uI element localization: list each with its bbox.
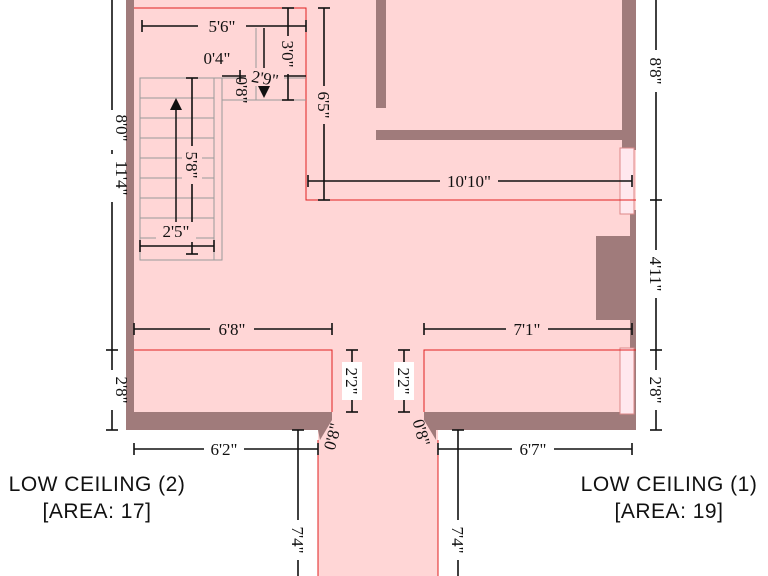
dim-2-8-left: 2'8" xyxy=(112,376,131,403)
right-wall-lower xyxy=(630,210,636,430)
dim-4-11: 4'11" xyxy=(646,257,665,292)
dim-6-7: 6'7" xyxy=(519,440,546,459)
right-bottom-wall xyxy=(424,412,636,440)
dim-2-9: 2'9" xyxy=(250,67,280,90)
dim-2-2-right: 2'2" xyxy=(394,367,413,394)
right-wall xyxy=(622,0,636,150)
dim-2-2-left: 2'2" xyxy=(342,367,361,394)
dim-6-8: 6'8" xyxy=(218,320,245,339)
dim-5-8: 5'8" xyxy=(182,151,201,178)
dim-10-10: 10'10" xyxy=(447,172,491,191)
dim-7-4-right: 7'4" xyxy=(448,526,467,553)
dim-2-8-right: 2'8" xyxy=(646,376,665,403)
dim-3-0: 3'0" xyxy=(278,40,297,67)
dim-7-4-left: 7'4" xyxy=(288,526,307,553)
dim-11-4: 11'4" xyxy=(112,161,131,196)
room-outlines xyxy=(134,7,636,576)
dim-2-5: 2'5" xyxy=(162,222,189,241)
inner-wall-horizontal xyxy=(376,130,626,140)
area-1-label: [AREA: 19] xyxy=(615,500,724,523)
left-bottom-wall xyxy=(134,412,332,440)
inner-wall-vertical xyxy=(376,0,386,108)
stair-arrow-up xyxy=(170,98,182,224)
walls xyxy=(126,0,636,440)
window-lower xyxy=(619,347,635,415)
dim-0-8-top: 0'8" xyxy=(232,76,251,103)
dim-5-6: 5'6" xyxy=(208,17,235,36)
side-block xyxy=(596,236,632,320)
dim-7-1: 7'1" xyxy=(513,320,540,339)
low-ceiling-1-label: LOW CEILING (1) xyxy=(581,473,758,496)
room-labels: LOW CEILING (2) [AREA: 17] LOW CEILING (… xyxy=(9,473,758,523)
area-2-label: [AREA: 17] xyxy=(43,500,152,523)
low-ceiling-2-label: LOW CEILING (2) xyxy=(9,473,186,496)
dim-6-5: 6'5" xyxy=(314,91,333,118)
dim-6-2: 6'2" xyxy=(210,440,237,459)
dim-8-8: 8'8" xyxy=(646,57,665,84)
dim-0-4: 0'4" xyxy=(203,49,230,68)
dimension-labels: 5'6" 0'4" 3'0" 2'9" 0'8" 8'0" 11'4" 5'8"… xyxy=(102,16,666,560)
left-wall xyxy=(126,0,134,430)
dim-8-0: 8'0" xyxy=(112,114,131,141)
